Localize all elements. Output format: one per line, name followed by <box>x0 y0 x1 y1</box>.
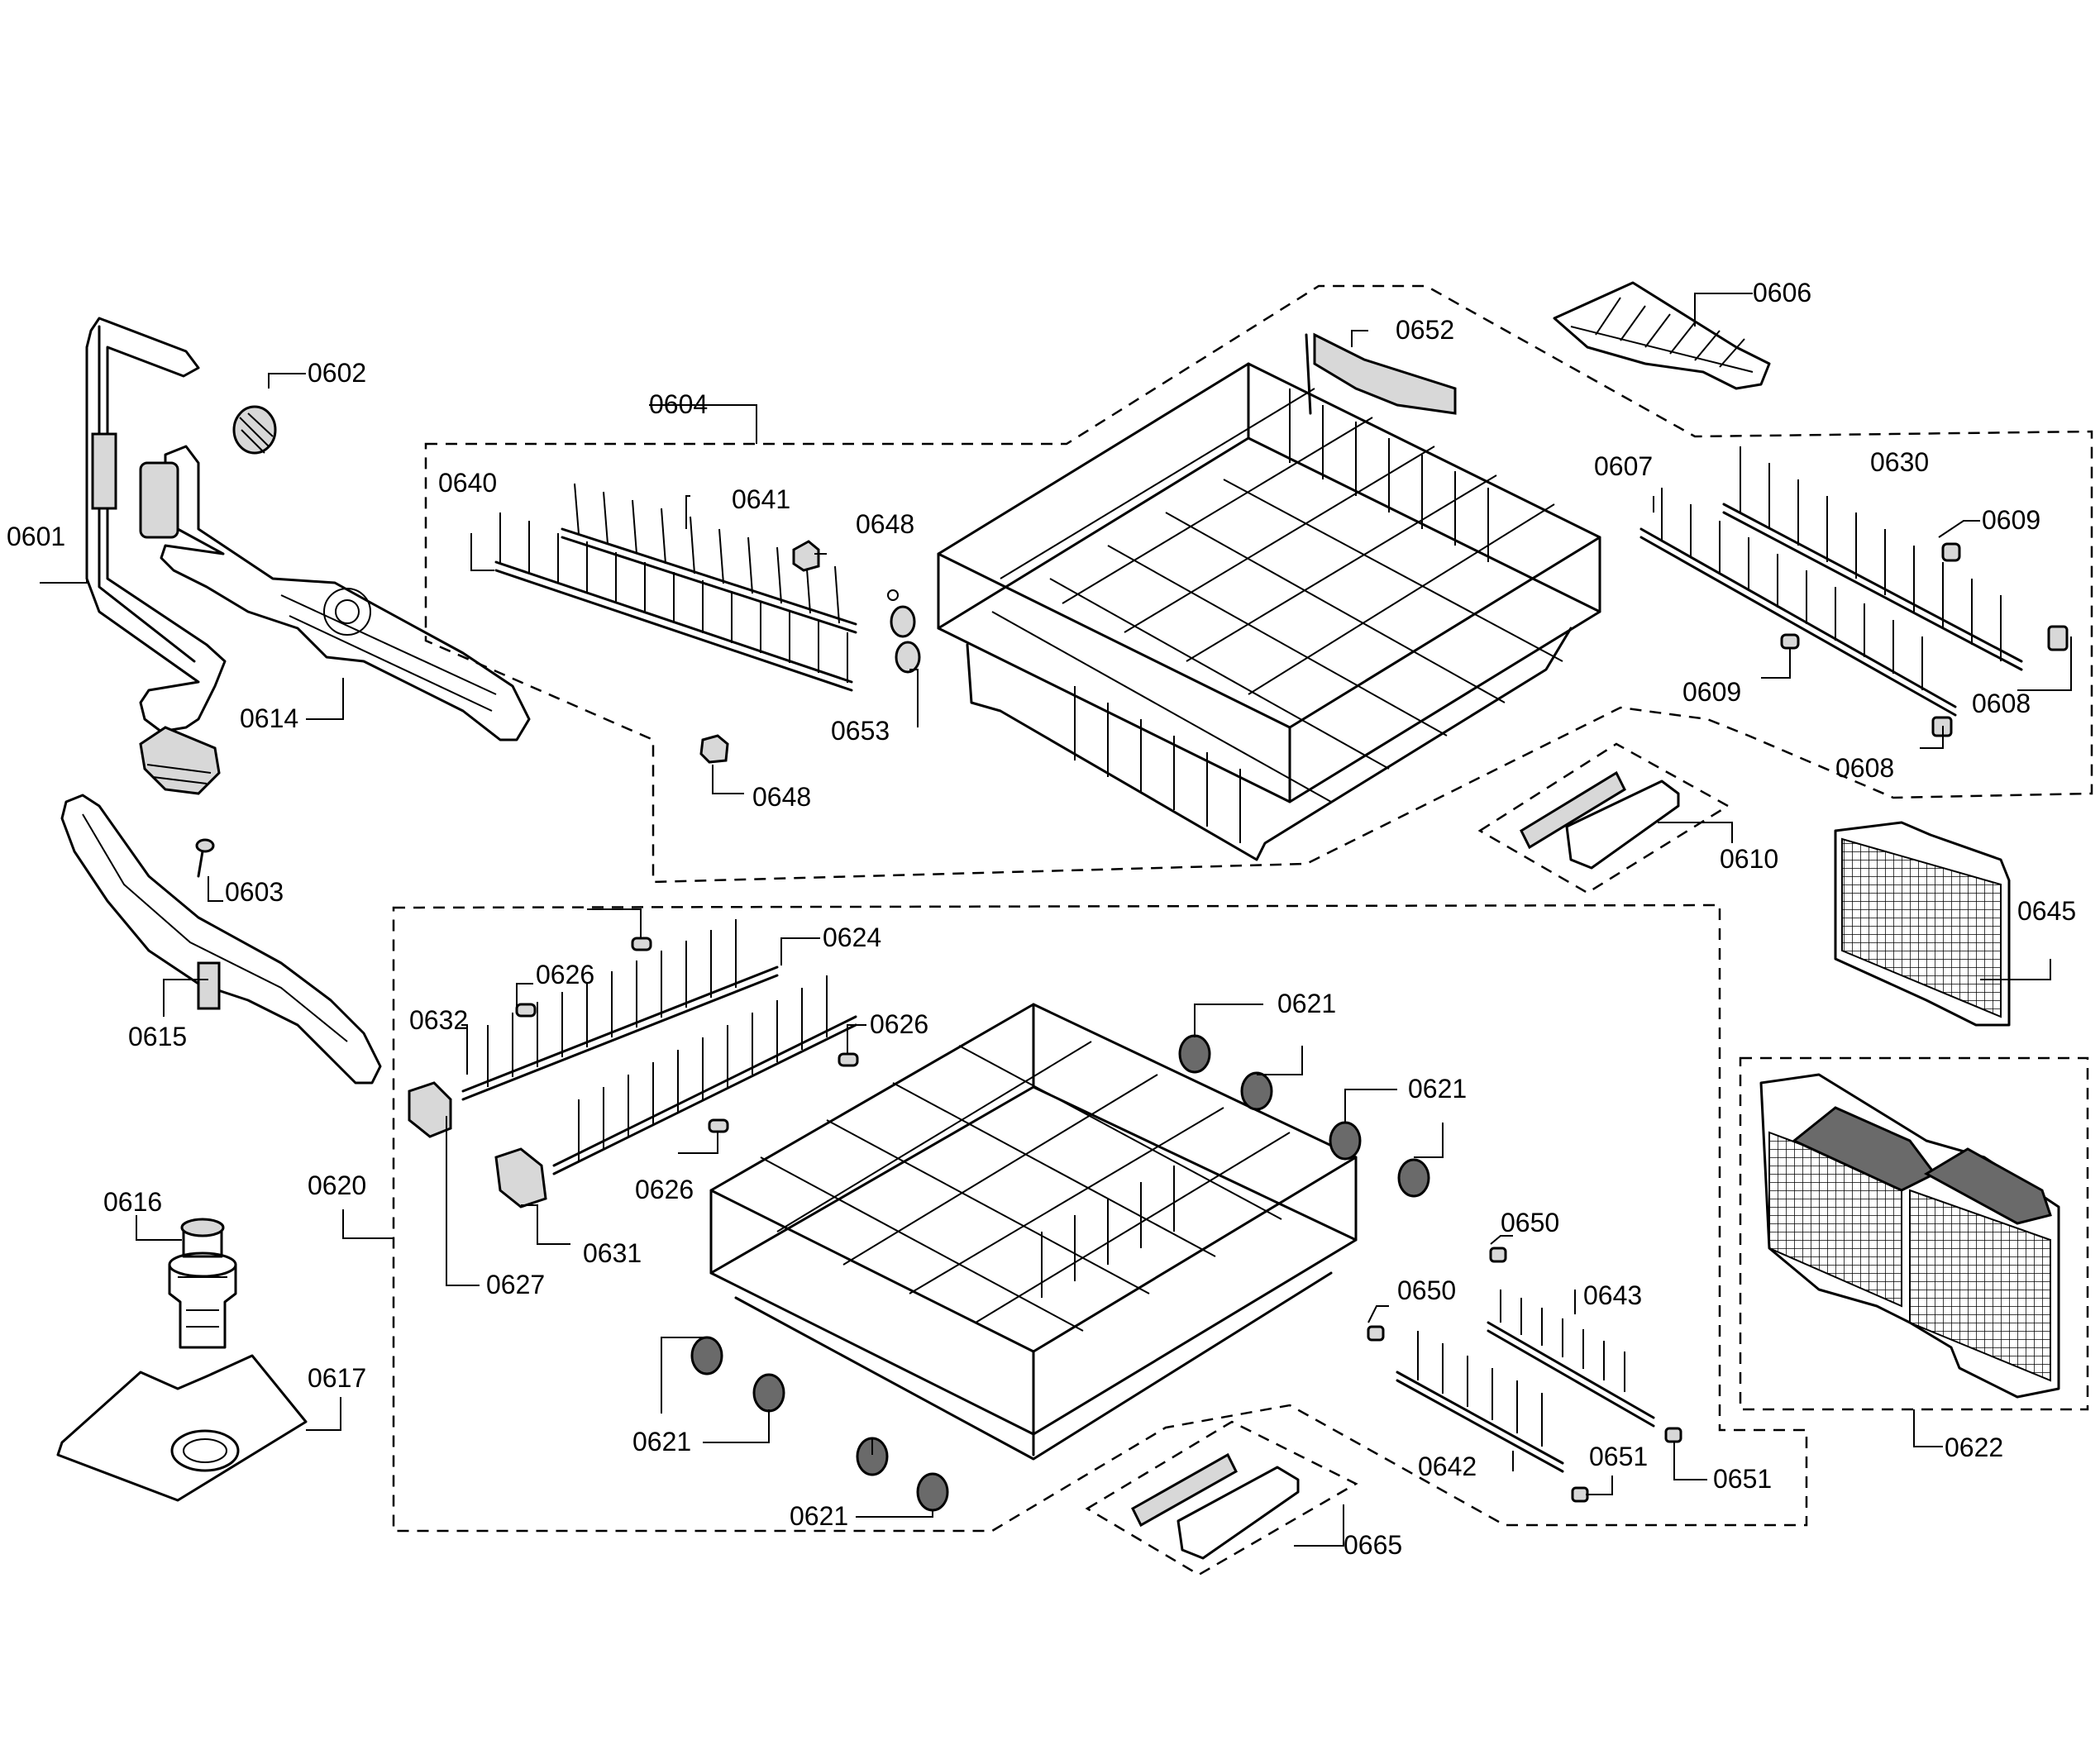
label-0608-a: 0608 <box>1972 689 2031 718</box>
screw-0603 <box>195 838 215 878</box>
label-0653: 0653 <box>831 716 890 746</box>
tine-row-0640 <box>494 513 853 692</box>
clip-0626-c <box>838 1052 859 1067</box>
wheel-0621-5 <box>690 1336 723 1375</box>
label-0665: 0665 <box>1344 1530 1402 1560</box>
label-0648-b: 0648 <box>752 782 811 812</box>
clip-0609-upper <box>1941 542 1961 562</box>
tine-row-0630 <box>1722 446 2023 671</box>
label-0617: 0617 <box>308 1363 366 1393</box>
label-0615: 0615 <box>128 1022 187 1051</box>
callout-labels: 0601 0602 0603 0604 0606 0607 0608 0608 … <box>7 278 2076 1560</box>
cutlery-basket-0622 <box>1759 1073 2060 1399</box>
clip-0651-b <box>1571 1486 1589 1503</box>
upper-rack-0604 <box>937 332 1601 861</box>
clip-0648-upper <box>792 540 820 572</box>
clip-0648-lower <box>699 734 729 764</box>
label-0616: 0616 <box>103 1187 162 1217</box>
cap-0602 <box>232 405 277 455</box>
bracket-pieces-0610 <box>1520 770 1680 870</box>
latch-0631 <box>494 1147 547 1209</box>
label-0632: 0632 <box>409 1005 468 1035</box>
label-0650-b: 0650 <box>1397 1275 1456 1305</box>
label-0651-b: 0651 <box>1589 1442 1648 1471</box>
label-0626-c: 0626 <box>635 1175 694 1204</box>
label-0622: 0622 <box>1945 1433 2003 1462</box>
label-0640: 0640 <box>438 468 497 498</box>
clip-0609-lower <box>1780 633 1800 650</box>
wheel-0621-1 <box>1178 1034 1211 1074</box>
label-0621-a: 0621 <box>1277 989 1336 1018</box>
lower-rack-group-outline <box>392 903 1808 1533</box>
label-0604: 0604 <box>649 389 708 419</box>
label-0608-b: 0608 <box>1835 753 1894 783</box>
bracket-group-0665-outline <box>1085 1420 1358 1576</box>
label-0631: 0631 <box>583 1238 642 1268</box>
latch-0627 <box>408 1081 452 1138</box>
tine-row-0642 <box>1396 1331 1564 1473</box>
tine-row-0607 <box>1639 488 1957 717</box>
wheel-0621-4 <box>1397 1158 1430 1198</box>
wheel-0621-6 <box>752 1373 785 1413</box>
upper-spray-arm-0614 <box>139 445 531 741</box>
bracket-pieces-0665 <box>1131 1452 1300 1560</box>
label-0642: 0642 <box>1418 1452 1477 1481</box>
wheel-0621-2 <box>1240 1071 1273 1111</box>
label-0609-b: 0609 <box>1682 677 1741 707</box>
label-0614: 0614 <box>240 703 298 733</box>
clip-0608-upper <box>2047 625 2069 651</box>
label-0621-b: 0621 <box>1408 1074 1467 1104</box>
label-0648-a: 0648 <box>856 509 914 539</box>
label-0626-a: 0626 <box>536 960 594 989</box>
clip-0651-a <box>1664 1427 1682 1443</box>
clip-0650-b <box>1367 1325 1385 1342</box>
clip-0626-a <box>631 937 652 951</box>
label-0610: 0610 <box>1720 844 1778 874</box>
lower-spray-arm-0615 <box>60 794 382 1085</box>
label-0624: 0624 <box>823 923 881 952</box>
label-0602: 0602 <box>308 358 366 388</box>
wheels-0653 <box>887 589 921 674</box>
tine-row-0624 <box>461 919 857 1175</box>
label-0607: 0607 <box>1594 451 1653 481</box>
clip-0626-d <box>708 1118 729 1133</box>
tine-row-0643 <box>1487 1290 1655 1428</box>
lower-rack-0620 <box>709 1003 1358 1461</box>
rack-clip-0606 <box>1553 281 1771 390</box>
label-0651-a: 0651 <box>1713 1464 1772 1494</box>
upper-rack-group-outline <box>424 284 2093 884</box>
label-0609-a: 0609 <box>1982 505 2040 535</box>
cutlery-basket-0645 <box>1834 821 2011 1027</box>
wheel-0621-8 <box>916 1472 949 1512</box>
filter-plate-0617 <box>56 1354 308 1502</box>
label-0630: 0630 <box>1870 447 1929 477</box>
basket-group-outline <box>1739 1056 2089 1411</box>
leader-lines <box>40 293 2072 1547</box>
label-0603: 0603 <box>225 877 284 907</box>
label-0641: 0641 <box>732 484 790 514</box>
filter-0616 <box>168 1218 237 1349</box>
label-0652: 0652 <box>1396 315 1454 345</box>
label-0645: 0645 <box>2017 896 2076 926</box>
tine-row-0641 <box>561 483 857 634</box>
clip-0626-b <box>515 1003 537 1018</box>
supply-pipe-0601 <box>85 317 227 795</box>
wheel-0621-3 <box>1329 1121 1362 1161</box>
label-0606: 0606 <box>1753 278 1811 308</box>
label-0621-d: 0621 <box>790 1501 848 1531</box>
label-0627: 0627 <box>486 1270 545 1299</box>
label-0650-a: 0650 <box>1501 1208 1559 1237</box>
label-0626-b: 0626 <box>870 1009 928 1039</box>
label-0620: 0620 <box>308 1170 366 1200</box>
label-0621-c: 0621 <box>632 1427 691 1456</box>
bracket-group-0610-outline <box>1477 742 1730 894</box>
label-0601: 0601 <box>7 522 65 551</box>
clip-0650-a <box>1489 1247 1507 1263</box>
label-0643: 0643 <box>1583 1280 1642 1310</box>
